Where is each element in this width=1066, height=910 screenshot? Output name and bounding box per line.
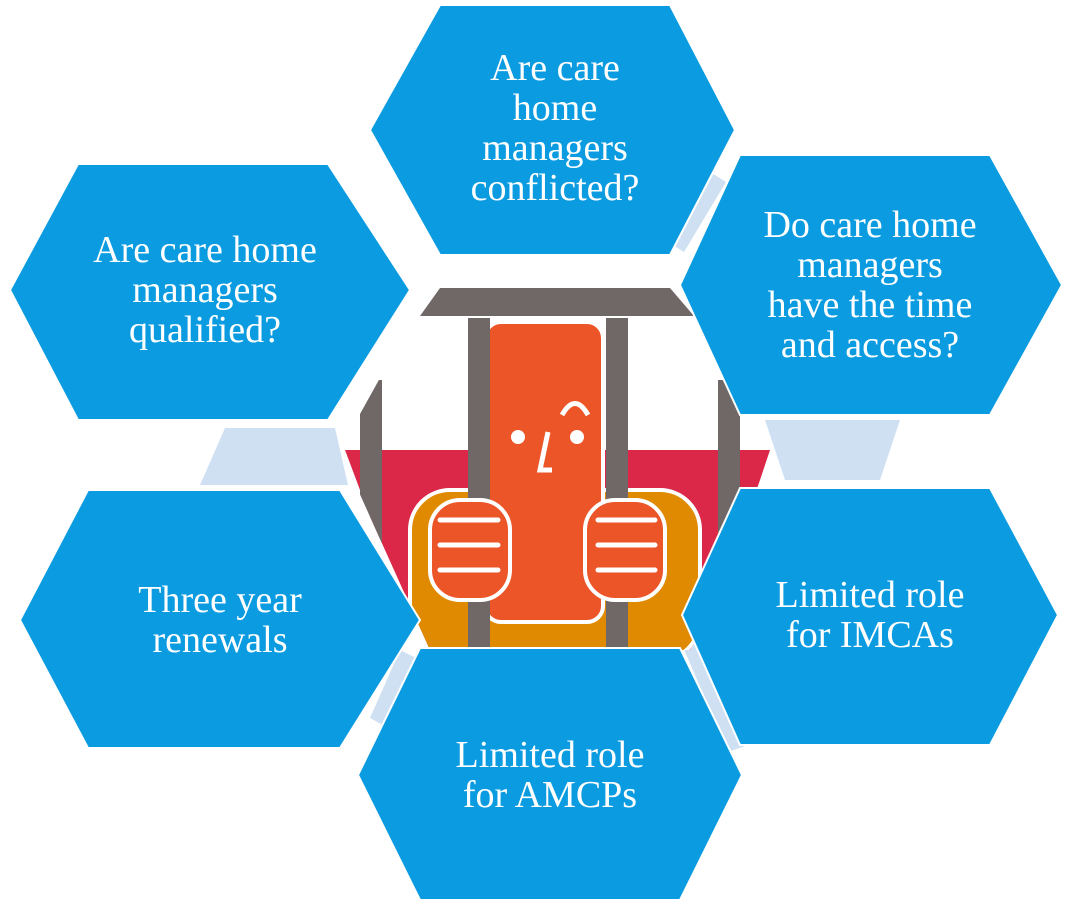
hexagon-bottom (356, 647, 744, 901)
right-hand (583, 498, 667, 602)
nose (536, 431, 552, 473)
hexagon-upper-left (8, 163, 412, 421)
connectors (200, 172, 900, 752)
top-crossbar (420, 288, 694, 316)
hexagon-label-top: Are care home managers conflicted? (470, 46, 640, 209)
right-eye (570, 430, 584, 444)
hexagon-lower-left (18, 489, 422, 749)
hexagon-label-lower-right: Limited role for IMCAs (775, 574, 965, 656)
hexagon-label-lower-left: Three year renewals (138, 579, 302, 661)
person-behind-bars-icon (345, 288, 770, 650)
hexagon-label-upper-right: Do care home managers have the time and … (763, 204, 977, 366)
connector-upper-right-lower-right (765, 420, 900, 480)
hexagons (8, 4, 1064, 901)
left-eye (511, 430, 525, 444)
eyebrow (559, 401, 591, 417)
finger-lines (437, 517, 658, 573)
hexagon-label-upper-left: Are care home managers qualified? (93, 229, 317, 351)
bar-left (468, 318, 490, 650)
hexagon-top (368, 4, 737, 256)
left-hand (428, 498, 512, 602)
connector-lower-left-upper-left (200, 428, 348, 485)
hexagon-label-bottom: Limited role for AMCPs (455, 734, 645, 816)
hexagon-upper-right (678, 154, 1064, 416)
hexagon-lower-right (680, 487, 1060, 746)
bar-right (606, 318, 628, 650)
connector-bottom-lower-left (370, 650, 420, 728)
